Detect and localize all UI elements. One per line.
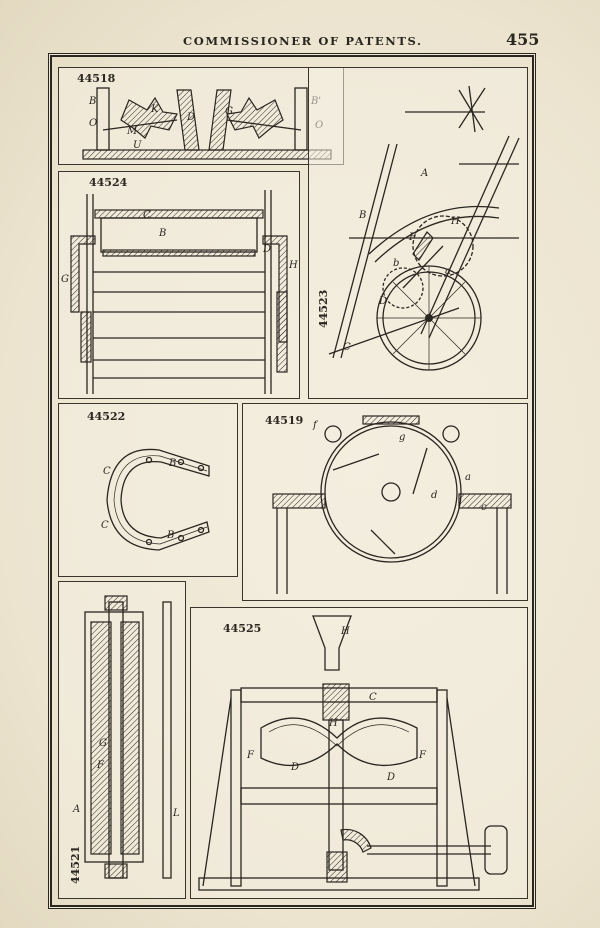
- svg-text:a: a: [465, 472, 471, 483]
- svg-text:f: f: [312, 420, 319, 431]
- svg-text:A: A: [72, 804, 80, 815]
- svg-text:d: d: [431, 490, 437, 501]
- svg-text:C: C: [101, 520, 109, 531]
- figure-44518: 44518 B O M U K: [58, 67, 344, 165]
- svg-text:F: F: [418, 750, 427, 761]
- svg-text:F: F: [246, 750, 255, 761]
- figure-number: 44518: [77, 72, 116, 85]
- figure-number: 44522: [87, 410, 126, 423]
- figure-44521: 44521 A F G L: [58, 581, 186, 899]
- svg-text:b: b: [393, 258, 399, 269]
- svg-text:F: F: [96, 760, 105, 771]
- svg-text:H: H: [340, 626, 350, 637]
- svg-text:C: C: [143, 210, 151, 221]
- running-head: COMMISSIONER OF PATENTS.: [183, 34, 423, 48]
- figure-44521-drawing: A F G L: [72, 595, 180, 879]
- figure-44518-drawing: B O M U K D G B' O: [82, 87, 332, 160]
- figure-number: 44519: [265, 414, 304, 427]
- svg-text:B: B: [358, 210, 366, 221]
- svg-text:D: D: [386, 772, 395, 783]
- svg-text:D: D: [290, 762, 299, 773]
- svg-text:C: C: [103, 466, 111, 477]
- svg-text:B: B: [166, 530, 174, 541]
- figure-number: 44525: [223, 622, 262, 635]
- figure-44519: 44519 f g a d c: [242, 403, 528, 601]
- svg-text:D: D: [262, 244, 271, 255]
- figure-44523-drawing: A B C D F H a b: [328, 85, 520, 371]
- svg-text:G: G: [61, 274, 69, 285]
- svg-text:c: c: [481, 502, 487, 513]
- svg-text:B: B: [158, 228, 166, 239]
- svg-text:D: D: [186, 112, 195, 123]
- svg-text:C: C: [343, 342, 351, 353]
- svg-text:K: K: [150, 104, 159, 115]
- figure-44522-drawing: C C B B: [101, 448, 210, 551]
- svg-text:G: G: [99, 738, 107, 749]
- svg-text:C: C: [369, 692, 377, 703]
- svg-text:O: O: [89, 118, 97, 129]
- figure-44524: 44524 C B D: [58, 171, 300, 399]
- svg-text:a: a: [445, 266, 451, 277]
- svg-text:H: H: [288, 260, 298, 271]
- figure-44525-drawing: H C H F F D D: [198, 615, 508, 891]
- svg-text:U: U: [133, 140, 142, 151]
- svg-text:B: B: [168, 458, 176, 469]
- svg-text:D: D: [378, 296, 387, 307]
- svg-text:g: g: [399, 432, 405, 443]
- svg-text:F: F: [408, 232, 417, 243]
- figure-44524-drawing: C B D G H: [61, 190, 298, 394]
- figure-44519-drawing: f g a d c: [272, 415, 512, 594]
- svg-text:M: M: [126, 126, 138, 137]
- figure-44522: 44522 C C B B: [58, 403, 238, 577]
- patent-plate: 44518 B O M U K: [50, 55, 534, 907]
- page-number: 455: [506, 30, 540, 49]
- svg-text:H: H: [450, 216, 460, 227]
- svg-text:L: L: [172, 808, 180, 819]
- svg-text:H: H: [328, 718, 338, 729]
- figure-44523: 44523: [308, 67, 528, 399]
- svg-text:G: G: [225, 106, 233, 117]
- svg-text:B: B: [88, 96, 96, 107]
- svg-text:A: A: [420, 168, 428, 179]
- figure-44525: 44525 H C H: [190, 607, 528, 899]
- figure-number: 44524: [89, 176, 128, 189]
